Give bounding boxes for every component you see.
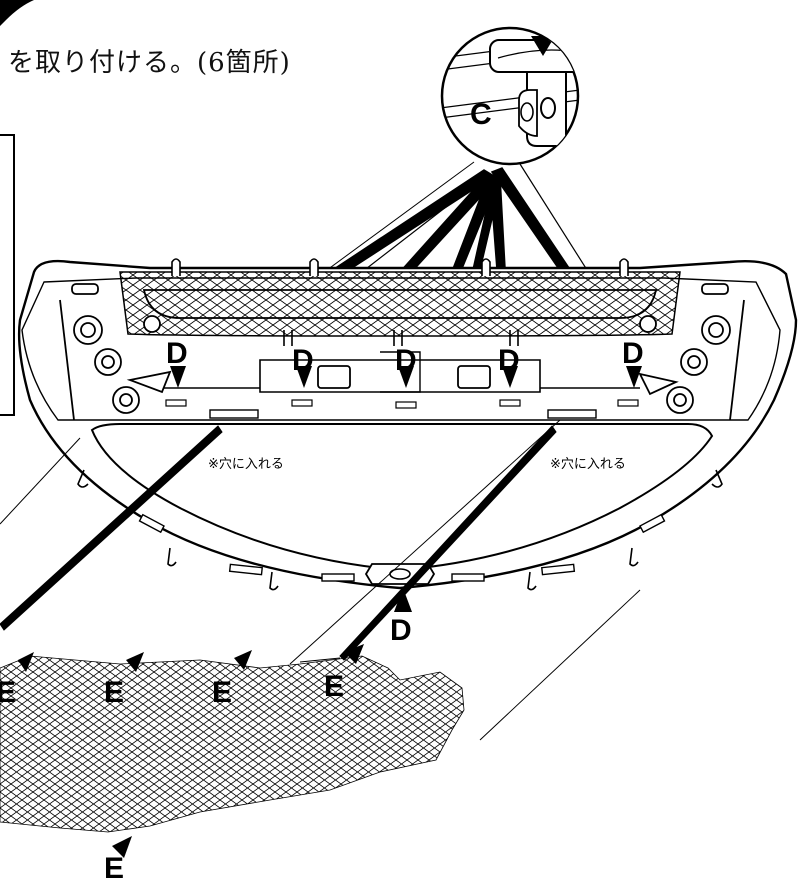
label-e: E [212,676,232,709]
clip-detail-circle: C [440,26,580,166]
mesh-markers: E E E E E [0,644,364,885]
label-e: E [0,676,16,709]
down-arrow-icon [626,366,642,388]
corner-fragment [0,0,34,26]
label-e: E [104,676,124,709]
up-arrow-icon [394,588,412,612]
label-e: E [324,670,344,703]
down-arrow-icon [170,366,186,388]
label-d: D [498,344,520,377]
bolt-markers: D D D D D D [166,337,644,647]
hole-note: ※穴に入れる [550,456,626,471]
label-c: C [470,98,492,131]
down-arrow-icon [502,366,518,388]
instruction-caption: を取り付ける。(6箇所) [8,48,291,78]
label-d: D [622,337,644,370]
panel-edge [0,134,15,416]
grille-frame [17,258,798,591]
label-d: D [395,344,417,377]
label-e: E [104,852,124,883]
label-d: D [166,337,188,370]
hole-note: ※穴に入れる [208,456,284,471]
label-d-bottom: D [390,614,412,647]
down-arrow-icon [398,366,414,388]
left-mount-cluster [59,283,172,421]
down-arrow-icon [296,366,312,388]
mesh-sheet [0,655,465,833]
right-mount-cluster [638,283,745,421]
clip-icon [518,71,567,147]
label-d: D [292,344,314,377]
